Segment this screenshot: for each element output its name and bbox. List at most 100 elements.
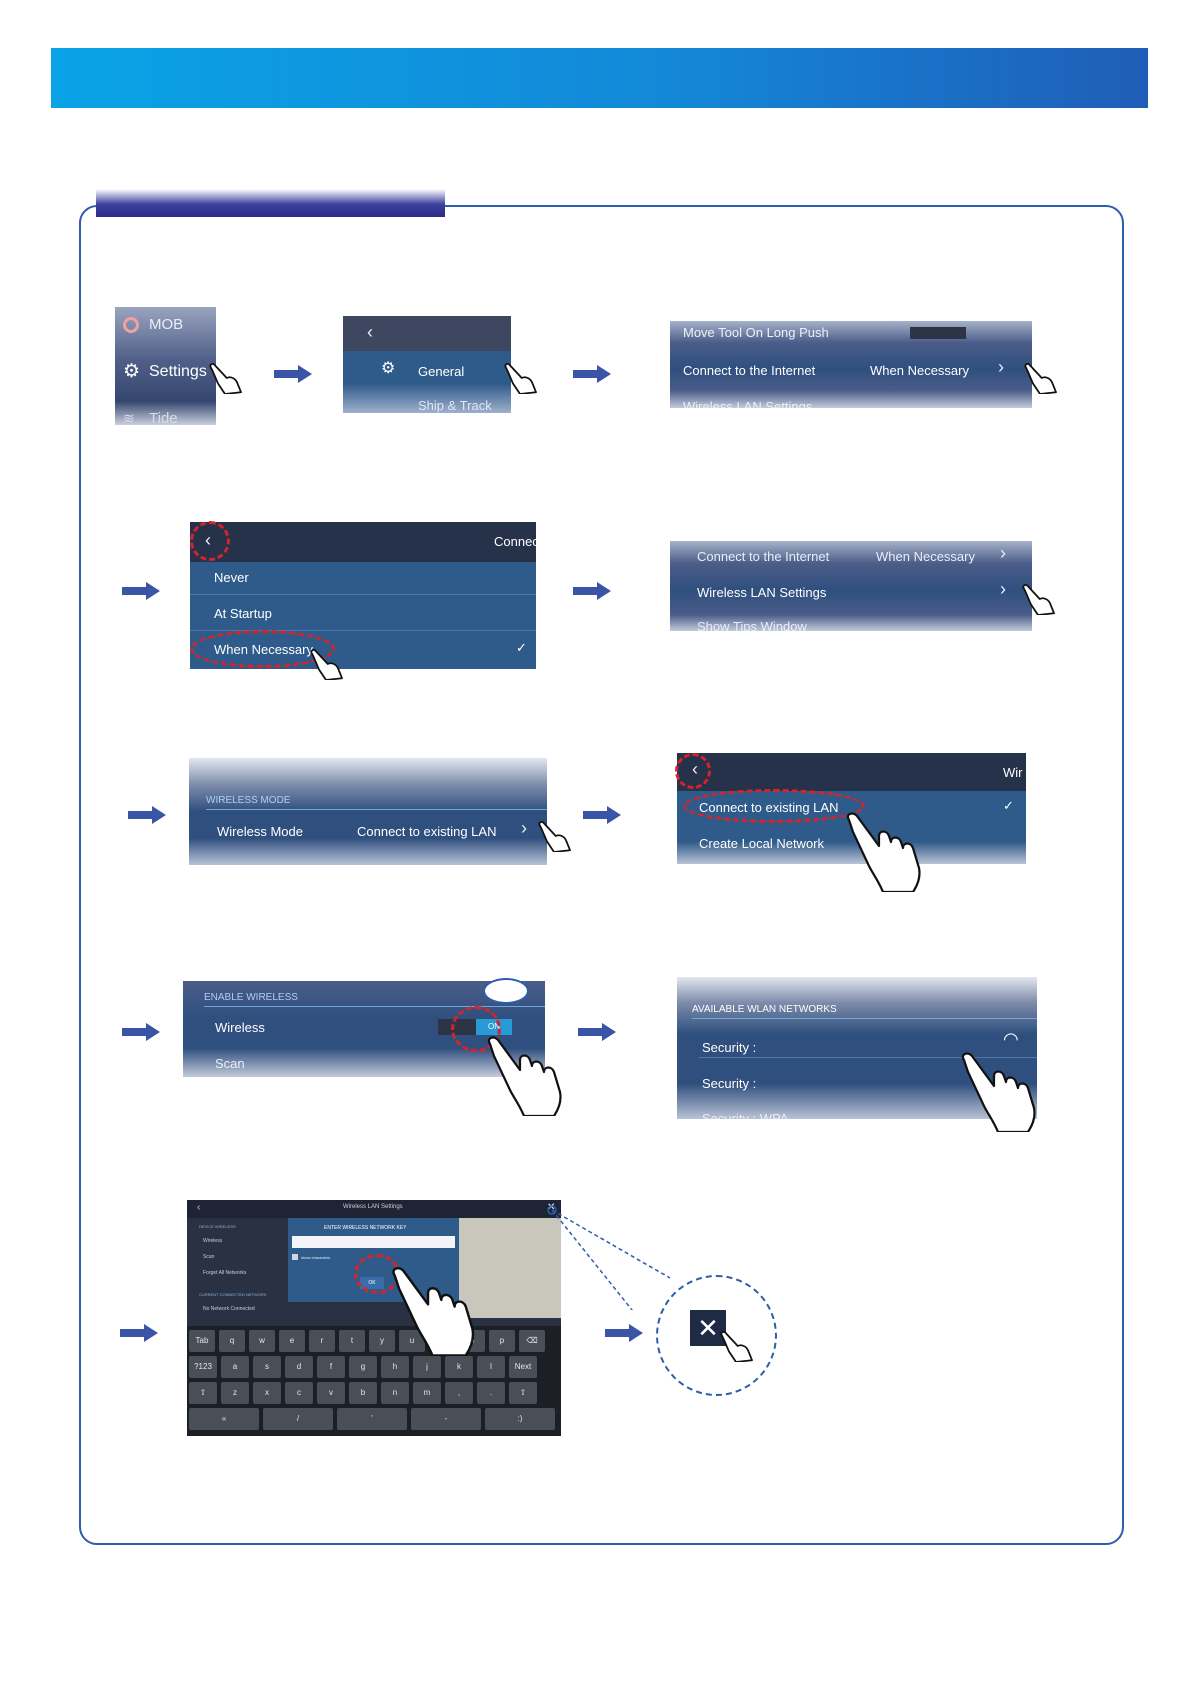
highlight-ring [683,789,865,823]
option-create-local[interactable]: Create Local Network [699,836,824,851]
keyboard-key[interactable]: v [317,1382,345,1404]
keyboard-key[interactable]: q [219,1330,245,1352]
section-tab [96,189,445,217]
keyboard-key[interactable]: b [349,1382,377,1404]
network-security[interactable]: Security : WPA [702,1111,789,1119]
keyboard-key[interactable]: a [221,1356,249,1378]
row-scan[interactable]: Scan [215,1056,245,1071]
keyboard-key[interactable]: u [399,1330,425,1352]
keyboard-key[interactable]: d [285,1356,313,1378]
step9-networks: AVAILABLE WLAN NETWORKS Security : Secur… [677,977,1037,1119]
keyboard-key[interactable]: ⇧ [189,1382,217,1404]
chevron-right-icon: › [998,357,1004,377]
close-icon[interactable]: ✕ [690,1310,726,1346]
arrow-icon [128,806,166,824]
instruction-frame [79,205,1124,1545]
keyboard-key[interactable]: p [489,1330,515,1352]
keyboard-key[interactable]: x [253,1382,281,1404]
keyboard-key[interactable]: c [285,1382,313,1404]
keyboard-key[interactable]: :) [485,1408,555,1430]
show-characters-label: show characters [301,1255,331,1260]
keyboard-key[interactable]: j [413,1356,441,1378]
side-item[interactable]: Forget All Networks [203,1270,247,1276]
keyboard-key[interactable]: w [249,1330,275,1352]
highlight-ring [451,1006,501,1052]
keyboard-key[interactable]: h [381,1356,409,1378]
check-icon: ✓ [1003,798,1014,813]
gears-icon: ⚙ [381,360,396,377]
panel-title: Wir [1003,765,1023,780]
arrow-icon [583,806,621,824]
menu-item-tide[interactable]: Tide [149,410,178,425]
row-wireless-lan[interactable]: Wireless LAN Settings [697,585,827,600]
keyboard-key[interactable]: i [429,1330,455,1352]
row-connect-internet[interactable]: Connect to the Internet [683,363,816,378]
option-at-startup[interactable]: At Startup [214,606,272,621]
chevron-right-icon: › [1000,543,1006,563]
side-item[interactable]: Wireless [203,1238,223,1244]
show-characters-checkbox[interactable] [292,1254,298,1260]
keyboard-key[interactable]: Tab [189,1330,215,1352]
highlight-ring [190,630,335,668]
keyboard-key[interactable]: ' [337,1408,407,1430]
keyboard-key[interactable]: ?123 [189,1356,217,1378]
side-item: No Network Connected [203,1306,255,1312]
lifebuoy-icon [123,317,139,333]
keyboard-key[interactable]: e [279,1330,305,1352]
row-connect-internet-value: When Necessary [876,549,975,564]
panel-title: Connec [494,534,536,549]
back-chevron-icon[interactable]: ‹ [197,1202,201,1213]
menu-item-general[interactable]: General [418,364,465,379]
highlight-ring [675,753,711,789]
callout-lines [547,1205,671,1310]
menu-item-settings[interactable]: Settings [149,363,207,380]
keyboard-key[interactable]: o [459,1330,485,1352]
keyboard-key[interactable]: r [309,1330,335,1352]
row-wireless-mode-value: Connect to existing LAN [357,824,497,839]
row-connect-internet[interactable]: Connect to the Internet [697,549,830,564]
menu-item-ship-track[interactable]: Ship & Track [418,398,492,413]
keyboard-key[interactable]: f [317,1356,345,1378]
keyboard-key[interactable]: / [263,1408,333,1430]
close-icon[interactable]: ✕ [547,1202,556,1213]
step1-menu: MOB ⚙ Settings ≋ Tide [115,307,216,425]
keyboard-key[interactable]: g [349,1356,377,1378]
side-section: DEVICE WIRELESS [199,1224,236,1229]
toggle-switch[interactable] [910,327,966,339]
key-input[interactable] [292,1236,455,1248]
keyboard-key[interactable]: n [381,1382,409,1404]
keyboard-key[interactable]: « [189,1408,259,1430]
keyboard-key[interactable]: s [253,1356,281,1378]
back-chevron-icon[interactable]: ‹ [367,322,373,342]
keyboard-key[interactable]: - [411,1408,481,1430]
row-show-tips[interactable]: Show Tips Window [697,619,807,631]
keyboard-key[interactable]: ⌫ [519,1330,545,1352]
keyboard-key[interactable]: k [445,1356,473,1378]
row-wireless[interactable]: Wireless [215,1020,265,1035]
row-wireless-lan[interactable]: Wireless LAN Settings [683,399,813,408]
keyboard-key[interactable]: . [477,1382,505,1404]
side-section: CURRENT CONNECTED NETWORK [199,1292,267,1297]
keyboard-key[interactable]: t [339,1330,365,1352]
side-item[interactable]: Scan [203,1254,215,1260]
network-security[interactable]: Security : [702,1040,757,1055]
keyboard-key[interactable]: Next [509,1356,537,1378]
keyboard-key[interactable]: z [221,1382,249,1404]
header-banner [51,48,1148,108]
menu-item-mob[interactable]: MOB [149,316,184,333]
row-move-tool[interactable]: Move Tool On Long Push [683,325,829,340]
section-header: ENABLE WIRELESS [204,992,298,1003]
row-wireless-mode[interactable]: Wireless Mode [217,824,303,839]
section-header: AVAILABLE WLAN NETWORKS [692,1004,837,1015]
keyboard-key[interactable]: y [369,1330,395,1352]
keyboard-key[interactable]: ⇧ [509,1382,537,1404]
arrow-icon [274,365,312,383]
check-icon: ✓ [516,640,527,655]
zoom-circle [656,1275,777,1396]
keyboard-key[interactable]: , [445,1382,473,1404]
screen-title: Wireless LAN Settings [343,1204,403,1210]
option-never[interactable]: Never [214,570,249,585]
keyboard-key[interactable]: m [413,1382,441,1404]
network-security[interactable]: Security : [702,1076,757,1091]
keyboard-key[interactable]: l [477,1356,505,1378]
